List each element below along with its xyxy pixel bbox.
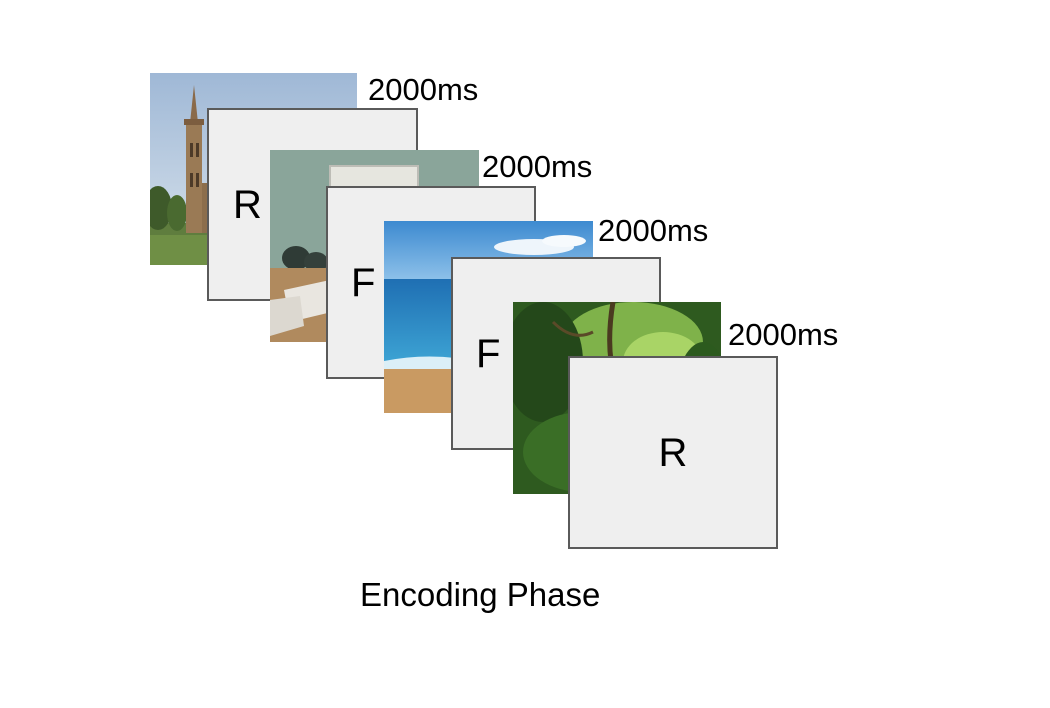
duration-label: 2000ms bbox=[728, 317, 839, 352]
diagram-caption: Encoding Phase bbox=[360, 576, 601, 613]
response-letter: R bbox=[233, 182, 262, 227]
response-letter: F bbox=[351, 260, 376, 305]
response-card: R bbox=[568, 356, 778, 549]
duration-label: 2000ms bbox=[368, 72, 479, 107]
response-letter: R bbox=[658, 430, 688, 475]
duration-label: 2000ms bbox=[482, 149, 593, 184]
response-letter: F bbox=[476, 331, 501, 376]
duration-label: 2000ms bbox=[598, 213, 709, 248]
